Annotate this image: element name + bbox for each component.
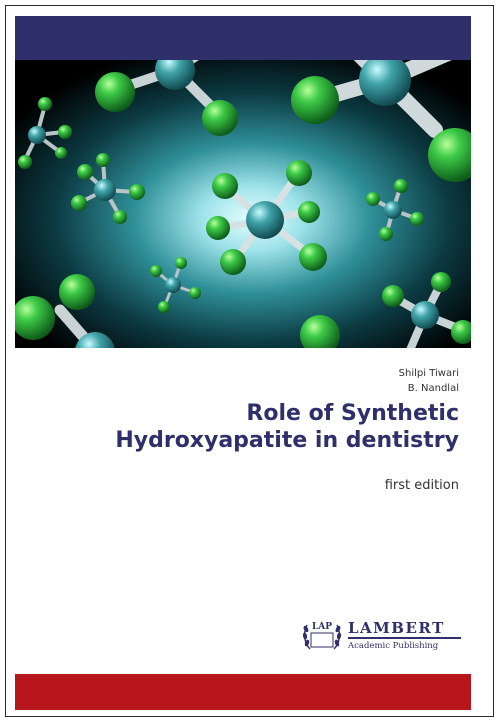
publisher-divider <box>348 637 461 639</box>
publisher-subtitle: Academic Publishing <box>348 641 439 651</box>
lap-wreath-icon: LAP <box>302 622 342 650</box>
molecule-illustration-icon <box>15 60 471 348</box>
edition-label: first edition <box>384 478 459 493</box>
author-name: Shilpi Tiwari <box>398 368 459 379</box>
lap-mark-text: LAP <box>312 622 332 632</box>
author-name: B. Nandlal <box>407 383 459 394</box>
cover-illustration <box>15 60 471 348</box>
title-line: Role of Synthetic <box>246 401 459 426</box>
book-title: Role of Synthetic Hydroxyapatite in dent… <box>115 400 459 454</box>
author-list: Shilpi Tiwari B. Nandlal <box>399 366 459 396</box>
cover-bottom-band <box>15 674 471 710</box>
cover-top-band <box>15 16 471 60</box>
title-line: Hydroxyapatite in dentistry <box>115 428 459 453</box>
publisher-logo: LAP LAMBERT Academic Publishing <box>300 613 470 661</box>
publisher-name: LAMBERT <box>348 619 445 637</box>
